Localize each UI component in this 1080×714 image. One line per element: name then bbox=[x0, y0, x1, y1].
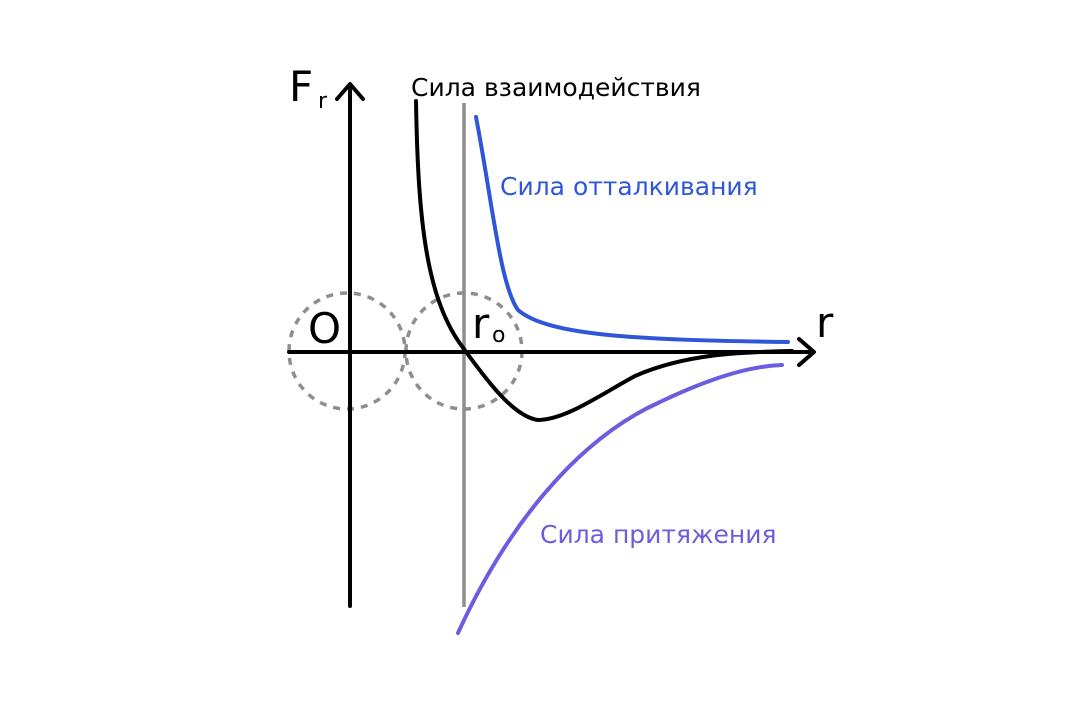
attraction-force-curve bbox=[456, 363, 784, 635]
x-axis-label: r bbox=[816, 298, 834, 347]
attraction-force-label: Сила притяжения bbox=[540, 520, 777, 549]
interaction-force-curve bbox=[414, 99, 794, 422]
repulsion-force-curve bbox=[474, 115, 790, 344]
repulsion-force-label: Сила отталкивания bbox=[500, 172, 758, 201]
equilibrium-distance-label: r bbox=[472, 299, 490, 348]
y-axis-arrowhead bbox=[335, 82, 365, 101]
origin-label: O bbox=[308, 304, 341, 353]
interaction-force-label: Сила взаимодействия bbox=[411, 73, 701, 102]
equilibrium-distance-subscript: o bbox=[492, 323, 505, 348]
y-axis-label-subscript: r bbox=[318, 89, 328, 114]
y-axis-label: F bbox=[289, 62, 313, 111]
x-axis-arrowhead bbox=[797, 337, 816, 367]
